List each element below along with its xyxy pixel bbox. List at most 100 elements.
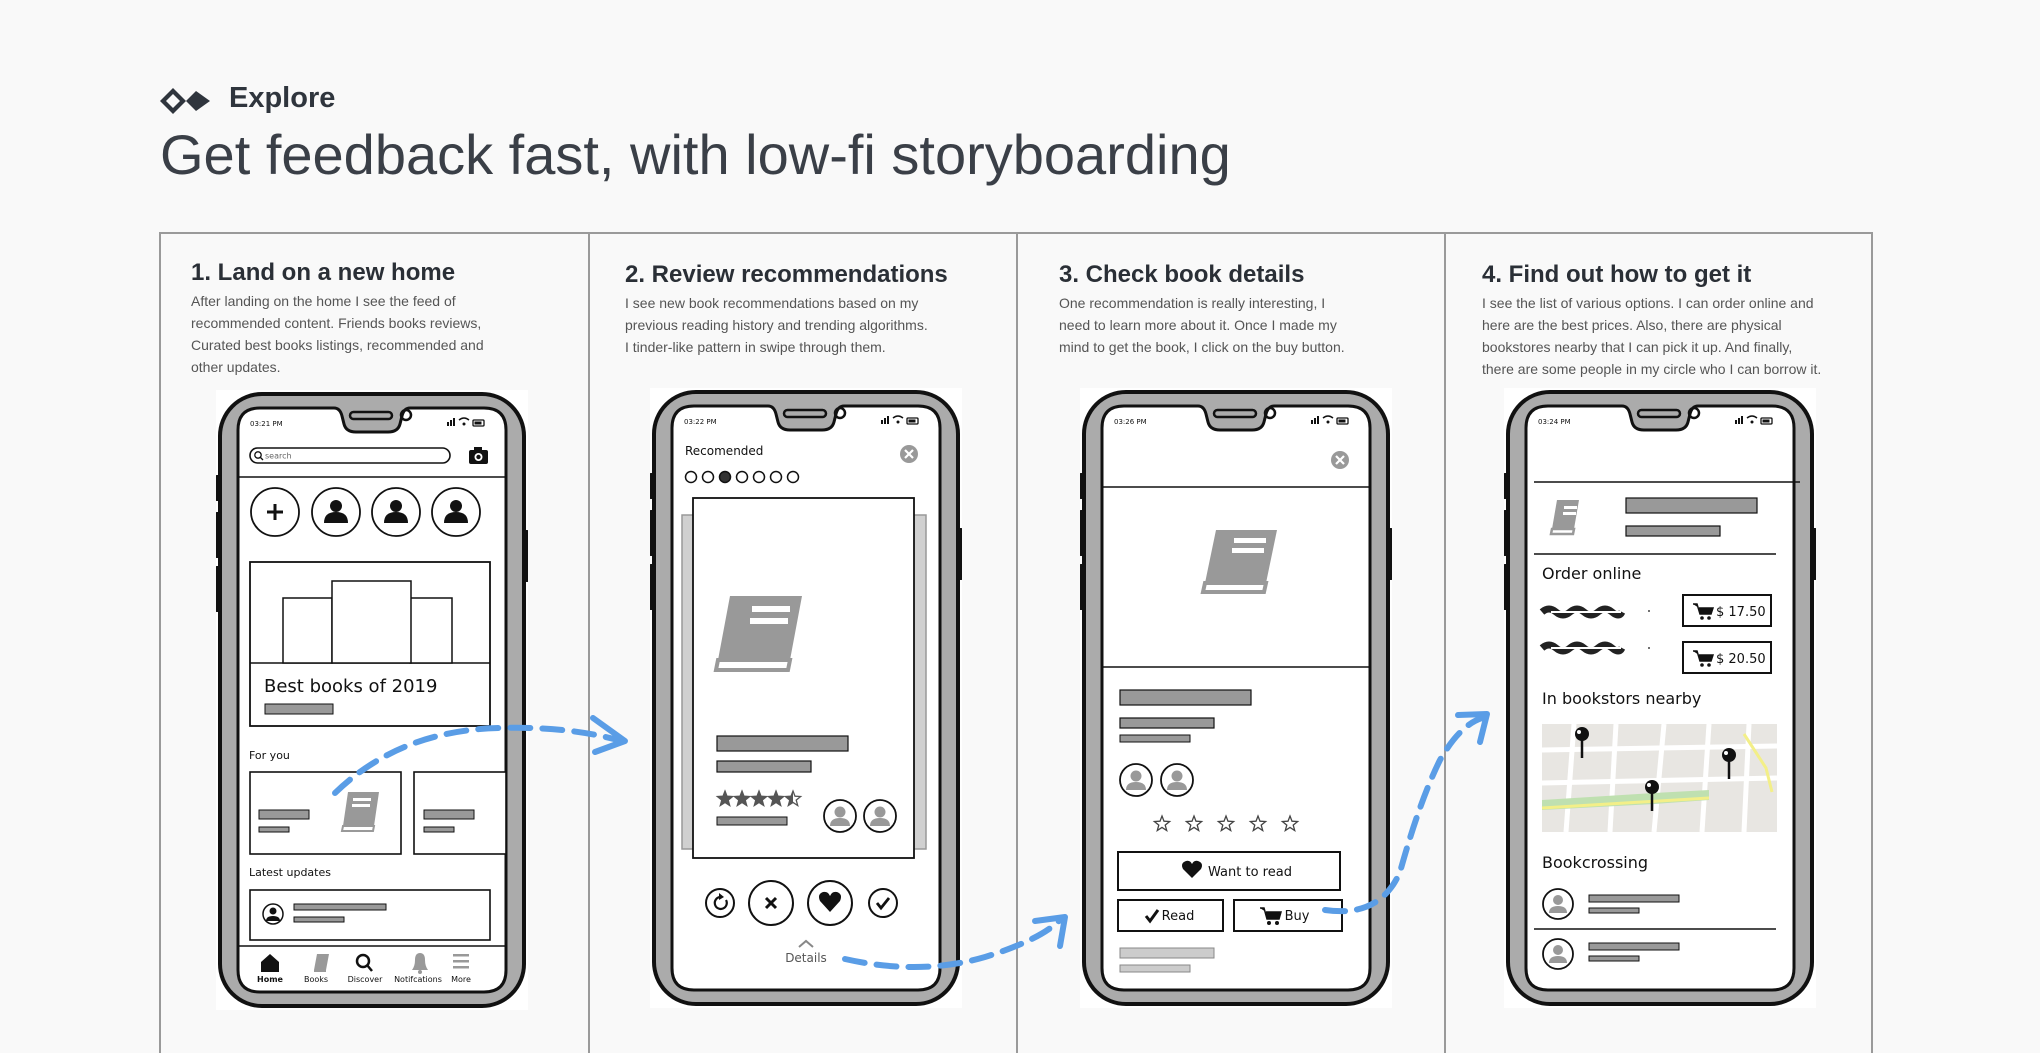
search-icon — [355, 953, 373, 972]
step-1-title: 1. Land on a new home — [191, 259, 456, 286]
friend-avatar[interactable] — [371, 487, 421, 537]
book-icon — [1549, 500, 1579, 536]
star-icon[interactable] — [1216, 814, 1236, 832]
svg-text:search: search — [265, 452, 292, 461]
cart-icon — [1693, 603, 1715, 620]
explore-logo-icon — [160, 88, 210, 114]
rating-star — [749, 789, 769, 807]
want-to-read-button[interactable]: Want to read — [1117, 851, 1341, 891]
read-button[interactable]: Read — [1117, 899, 1224, 932]
step-3-title: 3. Check book details — [1059, 261, 1305, 288]
add-story-button[interactable] — [250, 487, 300, 537]
accept-button[interactable] — [868, 888, 898, 918]
nav-discover[interactable]: Discover — [348, 953, 384, 984]
step-3-description: One recommendation is really interesting… — [1059, 295, 1345, 355]
price-button[interactable]: $ 17.50 — [1682, 594, 1772, 627]
recommended-card[interactable] — [413, 771, 507, 855]
check-icon — [1144, 909, 1160, 924]
page-headline: Get feedback fast, with low-fi storyboar… — [160, 123, 1231, 186]
chevron-up-icon — [798, 939, 814, 948]
step-2-title: 2. Review recommendations — [625, 261, 948, 288]
map-pin-icon[interactable] — [1645, 780, 1659, 811]
like-button[interactable] — [807, 880, 853, 926]
skip-button[interactable] — [748, 880, 794, 926]
nav-books[interactable]: Books — [304, 954, 329, 984]
bookcrossing-person[interactable] — [1542, 938, 1680, 970]
friend-avatar[interactable] — [311, 487, 361, 537]
pagination-dot — [752, 470, 766, 484]
online-store-row[interactable]: $ 17.50 — [1539, 594, 1772, 627]
arrowhead-icon — [1455, 711, 1490, 745]
pagination-dots — [684, 470, 800, 484]
status-icons — [881, 415, 919, 425]
user-icon — [1542, 938, 1574, 970]
details-handle[interactable]: Details — [785, 939, 827, 965]
svg-text:Details: Details — [785, 951, 827, 965]
step-1-description: After landing on the home I see the feed… — [191, 293, 484, 375]
menu-icon — [453, 954, 469, 969]
online-store-row[interactable]: $ 20.50 — [1539, 641, 1772, 674]
pagination-dot — [735, 470, 749, 484]
bookcrossing-person[interactable] — [1542, 888, 1680, 920]
bell-icon — [412, 953, 428, 974]
pagination-dot — [684, 470, 698, 484]
book-icon — [340, 792, 379, 832]
map-pin-icon[interactable] — [1722, 748, 1736, 779]
phone-where-to-get-screen: 03:24 PM Order online $ 17.50 $ 20.50 — [1504, 388, 1816, 1008]
svg-text:More: More — [451, 975, 471, 984]
star-icon[interactable] — [1184, 814, 1204, 832]
close-icon — [1335, 455, 1345, 465]
undo-button[interactable] — [705, 888, 735, 918]
svg-text:Home: Home — [257, 975, 284, 984]
update-item[interactable] — [249, 889, 491, 941]
check-icon — [875, 897, 891, 911]
search-input[interactable]: search — [249, 447, 451, 464]
step-2-description: I see new book recommendations based on … — [625, 295, 928, 355]
best-books-banner[interactable]: Best books of 2019 — [249, 561, 491, 727]
close-button[interactable] — [1331, 451, 1349, 469]
phone-frame: 03:24 PM — [1504, 390, 1816, 1006]
heart-icon — [819, 891, 841, 912]
star-icon[interactable] — [1248, 814, 1268, 832]
user-icon — [384, 500, 408, 523]
rate-stars[interactable] — [1152, 814, 1300, 832]
cart-icon — [1260, 907, 1282, 925]
bookstores-map[interactable] — [1541, 723, 1778, 833]
heart-icon — [1182, 860, 1202, 878]
arrowhead-icon — [590, 715, 628, 755]
user-icon — [1126, 770, 1146, 790]
arrowhead-icon — [1032, 914, 1068, 949]
buy-button[interactable]: Buy — [1233, 899, 1343, 932]
close-button[interactable] — [900, 445, 918, 463]
brand-name: Explore — [229, 82, 336, 114]
user-icon — [1167, 770, 1187, 790]
nav-notifications[interactable]: Notifcations — [394, 953, 442, 984]
svg-text:Discover: Discover — [348, 975, 384, 984]
nav-more[interactable]: More — [451, 954, 471, 984]
reviewer-avatar — [823, 799, 857, 833]
svg-text:$ 17.50: $ 17.50 — [1716, 605, 1766, 620]
rating-star — [715, 789, 735, 807]
price-button[interactable]: $ 20.50 — [1682, 641, 1772, 674]
rating-star — [732, 789, 752, 807]
status-time: 03:21 PM — [250, 420, 283, 428]
camera-icon[interactable] — [469, 447, 488, 464]
step-4-title: 4. Find out how to get it — [1482, 261, 1752, 288]
user-icon — [262, 903, 284, 925]
user-icon — [324, 500, 348, 523]
book-icon — [1200, 530, 1277, 594]
status-time: 03:26 PM — [1114, 418, 1147, 426]
reviewer-avatar — [863, 799, 897, 833]
friend-avatar[interactable] — [431, 487, 481, 537]
recommended-card[interactable] — [249, 771, 402, 855]
user-icon — [870, 806, 890, 826]
x-icon — [764, 896, 778, 910]
book-recommendation-card[interactable] — [692, 497, 915, 859]
svg-text:Books: Books — [304, 975, 328, 984]
nav-home[interactable]: Home — [257, 954, 284, 984]
star-icon[interactable] — [1280, 814, 1300, 832]
map-pin-icon[interactable] — [1575, 727, 1589, 758]
home-icon — [261, 954, 279, 972]
bookstores-heading: In bookstors nearby — [1542, 689, 1701, 708]
star-icon[interactable] — [1152, 814, 1172, 832]
